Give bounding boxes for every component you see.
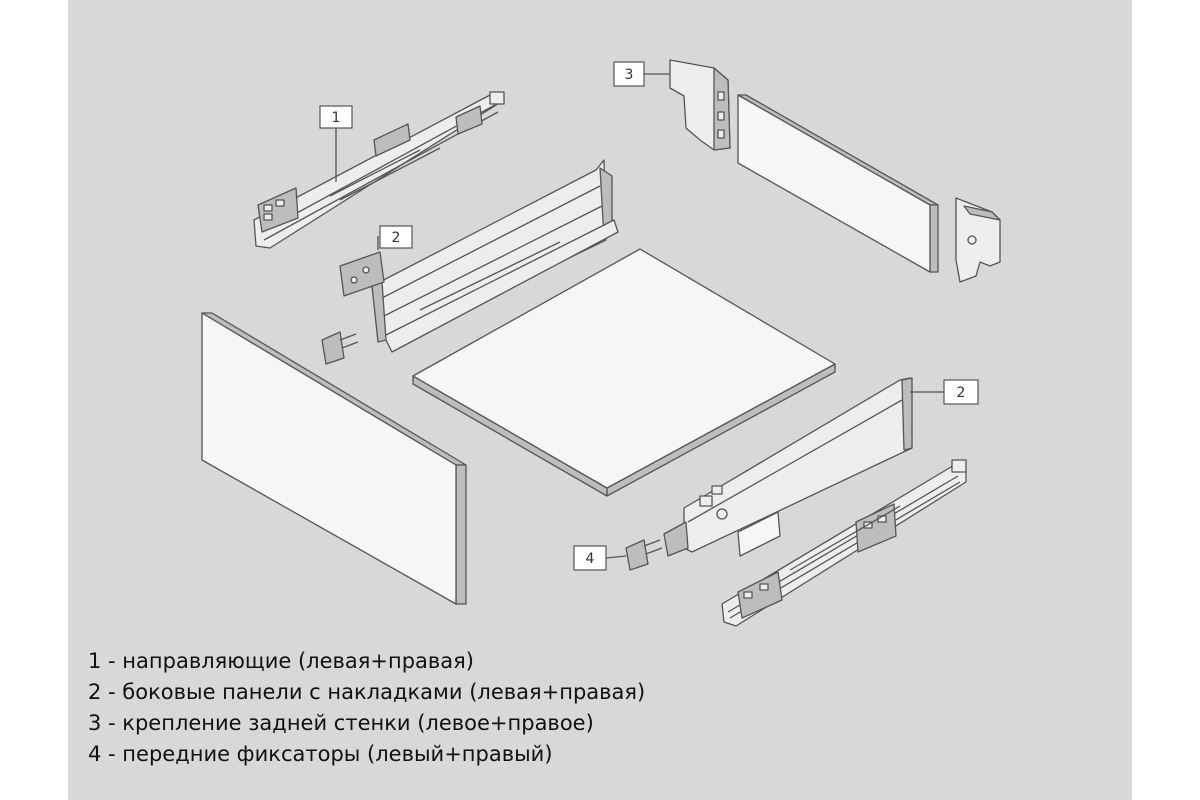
callout-2-left: 2: [379, 225, 413, 249]
svg-text:2: 2: [392, 230, 401, 246]
back-bracket-right: [955, 197, 1001, 283]
parts-legend: 1 - направляющие (левая+правая) 2 - боко…: [88, 646, 645, 770]
callout-4: 4: [573, 545, 607, 571]
svg-text:4: 4: [586, 551, 595, 567]
cover-plate-right: [737, 511, 781, 557]
callout-1: 1: [319, 105, 353, 129]
runner-right: [721, 459, 967, 627]
callout-2-right: 2: [943, 379, 979, 405]
legend-item-2: 2 - боковые панели с накладками (левая+п…: [88, 680, 646, 704]
legend-item-1: 1 - направляющие (левая+правая): [88, 649, 474, 673]
callout-3: 3: [613, 61, 645, 87]
cover-plate-left: [339, 251, 385, 297]
front-panel: [201, 312, 467, 605]
side-panel-right: [663, 377, 913, 557]
legend-item-3: 3 - крепление задней стенки (левое+право…: [88, 711, 594, 735]
callout-leaders: [335, 73, 944, 559]
svg-text:2: 2: [957, 385, 966, 401]
runner-left: [253, 91, 505, 249]
side-panel-left: [371, 159, 619, 353]
legend-item-4: 4 - передние фиксаторы (левый+правый): [88, 742, 553, 766]
back-bracket-left: [669, 59, 731, 151]
svg-text:1: 1: [332, 110, 341, 126]
front-fixator-left: [321, 331, 359, 365]
back-panel: [737, 94, 939, 273]
front-fixator-right: [625, 539, 663, 571]
svg-text:3: 3: [625, 67, 634, 83]
bottom-panel: [412, 248, 836, 497]
